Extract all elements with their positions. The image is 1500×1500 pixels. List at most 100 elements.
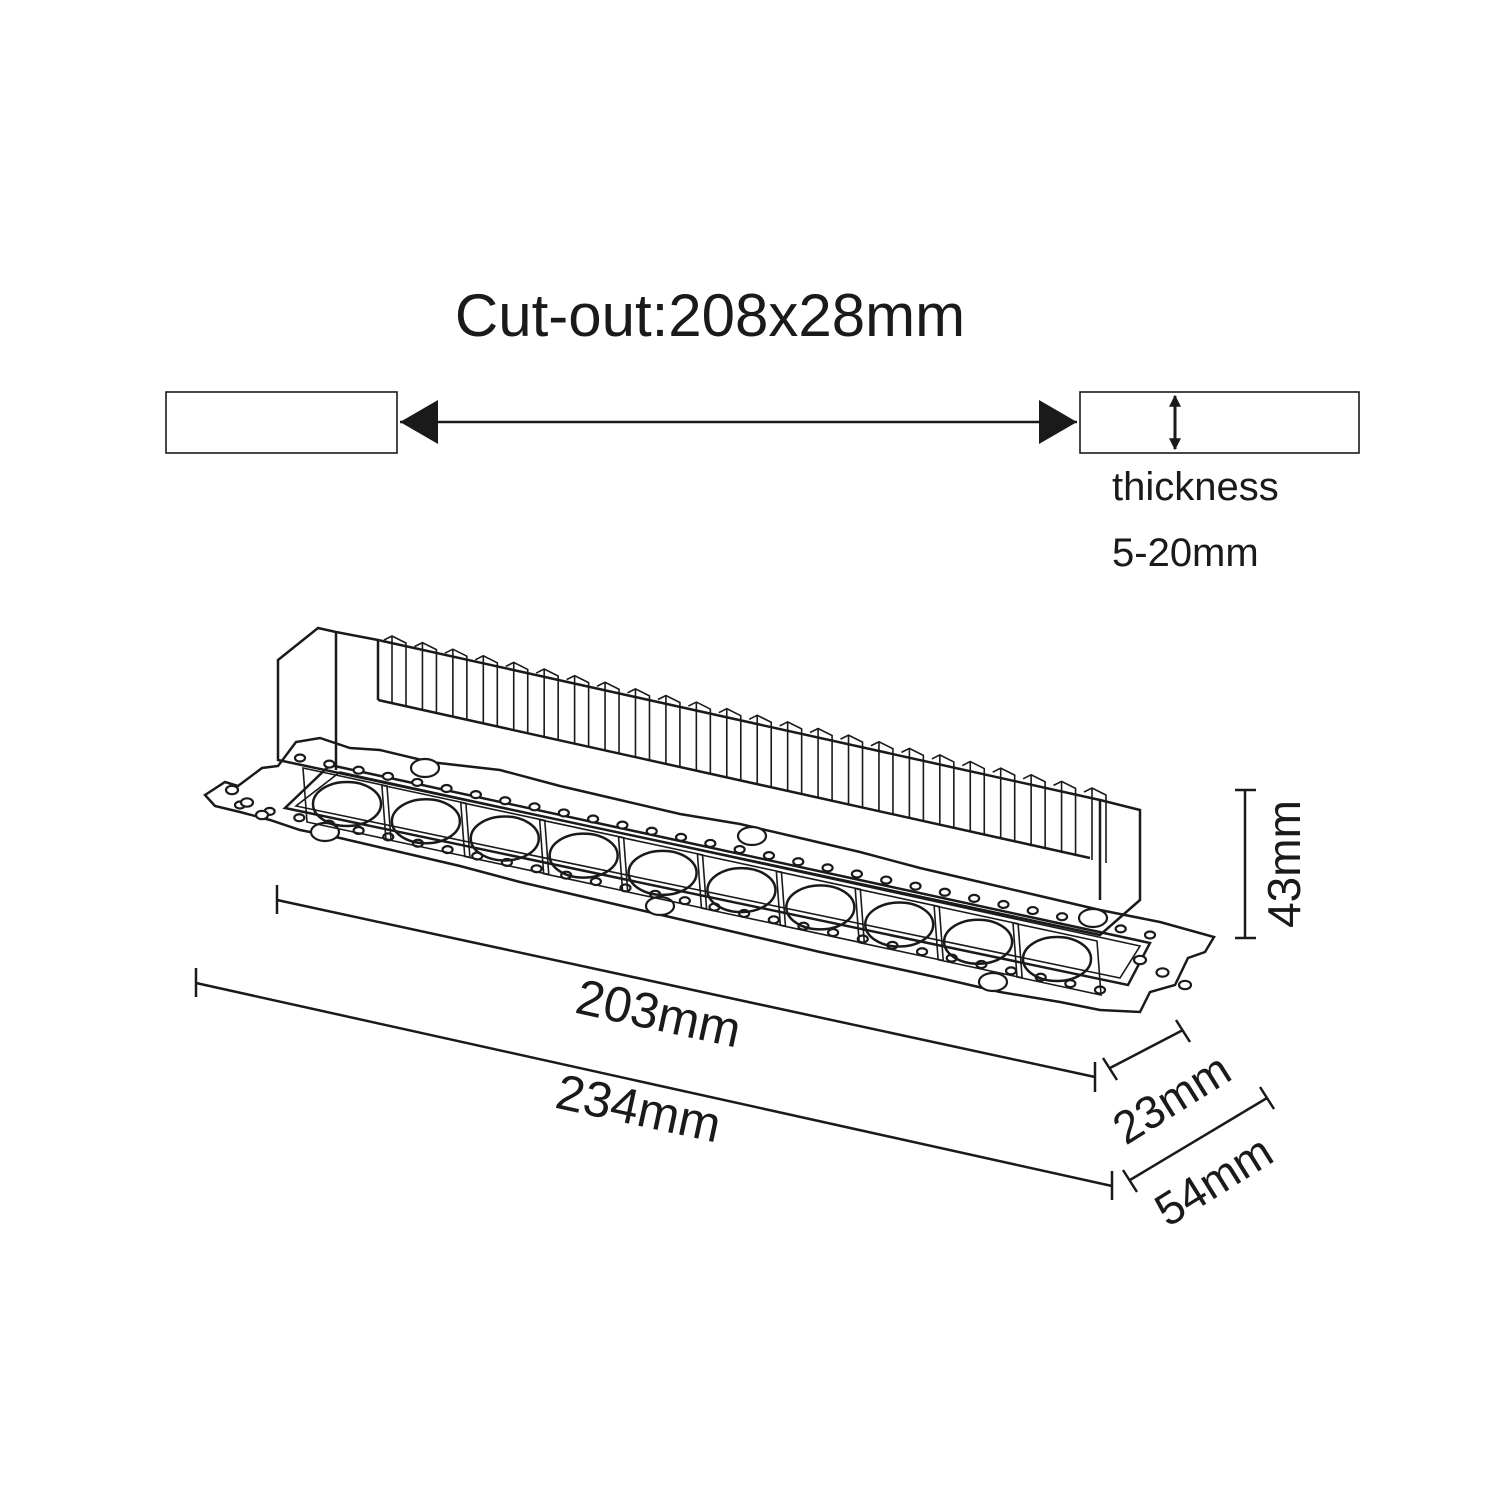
ceiling-block-right — [1079, 391, 1360, 454]
thickness-label: thickness — [1112, 465, 1279, 509]
flange-hole-top — [469, 790, 482, 800]
mounting-hole — [409, 757, 441, 779]
flange-hole-top — [616, 820, 629, 830]
flange-hole-bottom — [827, 927, 840, 938]
mounting-hole — [1077, 907, 1109, 929]
flange-hole-top — [792, 857, 805, 867]
flange-hole-top — [762, 851, 776, 861]
flange-hole-right — [1177, 979, 1193, 991]
led-lens — [863, 901, 935, 948]
flange-hole-top — [997, 899, 1010, 910]
mud-in-flange — [203, 736, 1216, 1014]
flange-hole-top — [323, 759, 336, 769]
flange-hole-left — [254, 809, 270, 821]
flange-hole-right — [1155, 967, 1170, 978]
led-lens — [390, 797, 462, 845]
lens-cell — [1012, 921, 1102, 997]
cutout-label: Cut-out:208x28mm — [455, 282, 965, 349]
cutout-arrow-right — [1039, 400, 1077, 444]
led-lens-array — [302, 766, 1102, 997]
flange-hole-top — [909, 881, 922, 891]
flange-hole-top — [587, 814, 600, 824]
led-lens — [1021, 935, 1093, 983]
flange-hole-top — [557, 808, 570, 818]
heatsink-fin — [992, 767, 1016, 843]
heatsink-fin — [687, 701, 712, 774]
led-lens — [469, 815, 541, 862]
flange-hole-top — [1055, 912, 1069, 922]
flange-hole-top — [440, 783, 453, 794]
outer-width-dimension — [1121, 1086, 1276, 1193]
heatsink-fin — [505, 661, 529, 733]
heatsink-fin — [627, 687, 651, 760]
inner-length-dimension — [275, 885, 1097, 1092]
heatsink-fin — [870, 740, 894, 815]
outer-width-label: 54mm — [1146, 1125, 1282, 1237]
cutout-arrow-left — [400, 400, 438, 444]
flange-hole-top — [968, 893, 981, 903]
fixture — [203, 626, 1216, 1014]
heatsink-fin — [901, 747, 925, 822]
flange-hole-top — [528, 802, 541, 812]
flange-hole-top — [821, 863, 834, 873]
heatsink-fin — [1083, 787, 1107, 863]
optic-bezel — [282, 763, 1152, 987]
flange-hole-top — [880, 875, 893, 885]
flange-hole-top — [381, 771, 395, 781]
heatsink-fin — [566, 674, 590, 747]
flange-hole-top — [1114, 924, 1127, 934]
led-lens — [942, 918, 1014, 966]
heatsink-fin — [1022, 773, 1046, 850]
flange-hole-top — [674, 832, 688, 842]
flange-perforations — [224, 753, 1193, 995]
heatsink-fins — [383, 635, 1107, 863]
flange-hole-top — [704, 838, 717, 849]
flange-hole-top — [1026, 905, 1039, 916]
outer-length-label: 234mm — [551, 1063, 726, 1153]
heatsink-fin — [748, 714, 773, 788]
heatsink-fin — [931, 754, 955, 829]
thickness-range-label: 5-20mm — [1112, 531, 1259, 575]
heatsink-fin — [414, 641, 438, 712]
heatsink-fin — [657, 694, 681, 767]
flange-hole-top — [850, 869, 863, 879]
heatsink-fin — [535, 668, 559, 740]
led-lens — [548, 832, 619, 879]
led-lens — [627, 849, 698, 897]
flange-hole-bottom — [293, 813, 306, 823]
flange-hole-top — [352, 765, 365, 775]
led-lens — [311, 780, 383, 828]
ceiling-block-left — [165, 391, 398, 454]
flange-hole-top — [733, 844, 746, 855]
flange-hole-bottom — [1004, 966, 1018, 976]
flange-hole-top — [293, 753, 307, 763]
flange-hole-top — [411, 777, 424, 788]
height-dimension — [1235, 788, 1256, 940]
mounting-hole — [977, 971, 1009, 993]
heatsink-fin — [474, 654, 499, 726]
flange-hole-top — [645, 826, 658, 836]
heatsink-fin — [718, 707, 742, 781]
inner-width-label: 23mm — [1104, 1043, 1240, 1155]
ceiling-section — [165, 391, 1360, 454]
mounting-hole — [644, 895, 676, 917]
heatsink-fin — [809, 727, 833, 802]
heatsink-fin — [596, 681, 620, 754]
mounting-hole — [736, 825, 768, 847]
heatsink-fin — [383, 635, 407, 705]
lens-cell — [381, 784, 471, 859]
flange-hole-top — [499, 796, 512, 806]
flange-hole-top — [1143, 930, 1157, 940]
heatsink-fin — [840, 734, 864, 809]
inner-width-dimension — [1101, 1019, 1192, 1081]
flange-hole-left — [224, 784, 240, 796]
heatsink-fin — [444, 648, 468, 719]
outer-length-dimension — [194, 968, 1114, 1200]
flange-hole-left — [239, 797, 255, 808]
led-lens — [706, 866, 777, 914]
heatsink-fin — [961, 760, 986, 836]
heatsink-fin — [1053, 780, 1077, 857]
height-label: 43mm — [1258, 800, 1310, 928]
flange-hole-right — [1132, 954, 1148, 966]
